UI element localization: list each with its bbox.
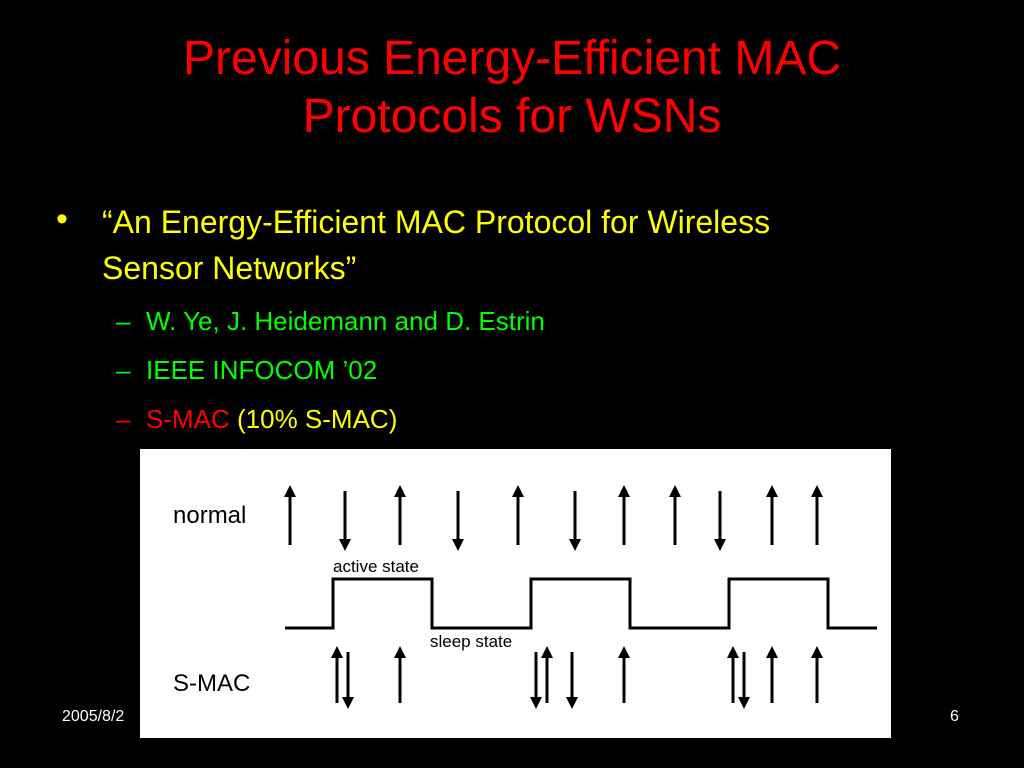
- slide-title: Previous Energy-Efficient MAC Protocols …: [40, 30, 984, 146]
- sub-item-authors: –W. Ye, J. Heidemann and D. Estrin: [116, 305, 545, 337]
- page-number: 6: [950, 708, 959, 725]
- sub-item-text: IEEE INFOCOM ’02: [146, 355, 378, 385]
- sub-item-venue: –IEEE INFOCOM ’02: [116, 354, 377, 386]
- active-state-label: active state: [333, 557, 419, 576]
- normal-label: normal: [173, 502, 246, 529]
- bullet-item: “An Energy-Efficient MAC Protocol for Wi…: [102, 199, 982, 291]
- bullet-marker: •: [56, 200, 68, 238]
- sub-item-dash: –: [116, 355, 131, 385]
- sub-item-smac-ratio: (10% S-MAC): [229, 404, 398, 434]
- sub-item-smac: –S-MAC (10% S-MAC): [116, 403, 397, 435]
- sub-item-dash: –: [116, 306, 131, 336]
- bullet-text-line-1: “An Energy-Efficient MAC Protocol for Wi…: [102, 204, 771, 240]
- title-line-2: Protocols for WSNs: [302, 90, 722, 143]
- timing-diagram: normal active state sleep state S-MAC: [173, 485, 877, 709]
- smac-timing-figure: normal active state sleep state S-MAC: [140, 449, 891, 738]
- sub-item-text: W. Ye, J. Heidemann and D. Estrin: [146, 306, 545, 336]
- bullet-text-line-2: Sensor Networks”: [102, 250, 357, 286]
- smac-arrows: [331, 646, 823, 709]
- sub-item-dash: –: [116, 404, 131, 434]
- footer-date: 2005/8/2: [62, 708, 125, 725]
- normal-arrows: [284, 485, 823, 551]
- smac-label: S-MAC: [173, 670, 250, 697]
- duty-cycle-waveform: [285, 577, 877, 630]
- title-line-1: Previous Energy-Efficient MAC: [182, 32, 842, 85]
- sub-item-smac-name: S-MAC: [146, 404, 230, 434]
- sleep-state-label: sleep state: [430, 632, 512, 651]
